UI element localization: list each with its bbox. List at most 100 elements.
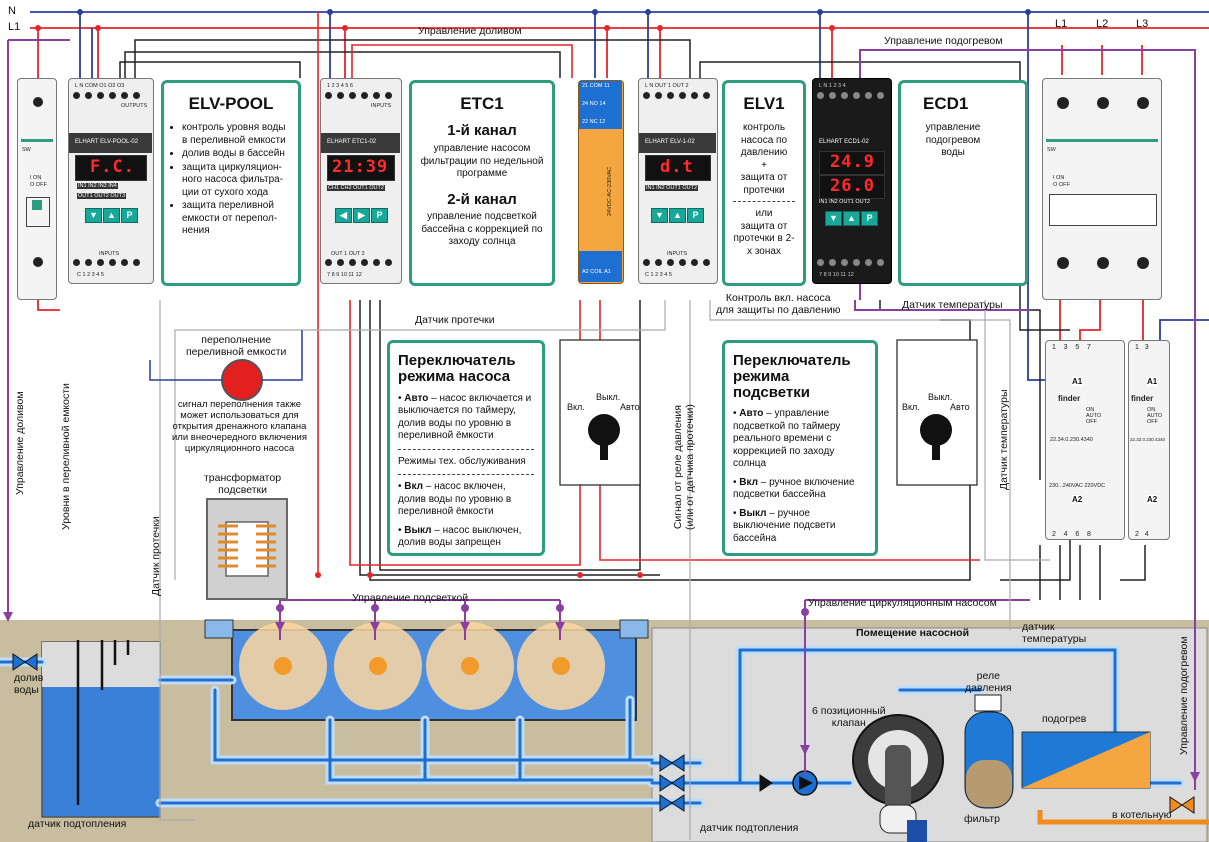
purple-dots bbox=[3, 604, 1200, 782]
pump-auto-text: – насос включается и выключается по тайм… bbox=[398, 392, 532, 442]
elv-pool-btn-p[interactable]: P bbox=[121, 208, 138, 223]
etc1-btn-right[interactable]: ▶ bbox=[353, 208, 370, 223]
pressure-relay-vlabel: Сигнал от реле давления (или от датчика … bbox=[672, 404, 696, 530]
ecd1-panel: ECD1 управление подогревом воды bbox=[898, 80, 1028, 286]
etc1-ch2-text: управление подсветкой бассейна с коррекц… bbox=[421, 211, 543, 248]
breaker-left-lever[interactable] bbox=[26, 197, 50, 227]
ecd1-btn-up[interactable]: ▲ bbox=[843, 211, 860, 226]
elv1-text2: защита от протечки bbox=[740, 172, 788, 196]
breaker-right[interactable]: SW I ON O OFF bbox=[1042, 78, 1162, 300]
pump-off-bold: Выкл bbox=[404, 524, 432, 536]
etc1-ch1-title: 1-й канал bbox=[447, 122, 517, 140]
boiler-pipe bbox=[1037, 810, 1209, 825]
etc1-lcd: 21:39 bbox=[327, 155, 395, 181]
light-auto-text: – управление подсветкой по таймеру реаль… bbox=[733, 408, 841, 470]
orange-relay-side: 24VDC-AC-230VAC bbox=[607, 166, 613, 216]
elv1-name: ELHART ELV-1-02 bbox=[645, 139, 695, 145]
pump-on-text: – насос включен, долив воды по уровню в … bbox=[398, 481, 512, 517]
pump-selector-switch bbox=[559, 339, 641, 486]
pump-on-bold: Вкл bbox=[404, 481, 423, 492]
pump-switch-panel: Переключатель режима насоса • Авто – нас… bbox=[387, 340, 545, 556]
ecd1-text: управление подогревом воды bbox=[925, 122, 981, 159]
ecd1-btn-p[interactable]: P bbox=[861, 211, 878, 226]
breaker-right-on: I ON bbox=[1053, 175, 1065, 181]
temp-sensor-top-label: Датчик температуры bbox=[902, 299, 1003, 311]
transformer bbox=[206, 498, 288, 600]
etc1-ch1-text: управление насосом фильтрации по недельн… bbox=[420, 143, 544, 179]
l1-label: L1 bbox=[8, 21, 21, 33]
elv-pool-btn-up[interactable]: ▲ bbox=[103, 208, 120, 223]
pressure-relay-label: реле давления bbox=[965, 670, 1012, 694]
pump-room-label: Помещение насосной bbox=[856, 627, 970, 639]
pump-auto-bold: Авто bbox=[404, 392, 429, 404]
circulation-pump bbox=[792, 770, 818, 796]
etc1-inputs-label: INPUTS bbox=[371, 103, 392, 109]
ecd1-display1: 24.9 bbox=[830, 152, 875, 172]
elv1-device: L N OUT 1 OUT 2 ELHART ELV-1-02 d.t IN1 … bbox=[638, 78, 718, 284]
elv-pool-btn-down[interactable]: ▼ bbox=[85, 208, 102, 223]
pool-lamps bbox=[239, 622, 605, 710]
levels-overflow-vlabel: Уровни в переливной емкости bbox=[60, 383, 72, 530]
transformer-label: трансформатор подсветки bbox=[204, 472, 282, 496]
circ-pump-label: Управление циркуляционным насосом bbox=[808, 597, 997, 609]
n-label: N bbox=[8, 5, 16, 17]
pump-service-text: Режимы тех. обслуживания bbox=[398, 455, 526, 467]
pump-off-text: – насос выключен, долив воды запрещен bbox=[398, 524, 522, 549]
sand-filter bbox=[964, 711, 1014, 809]
elv-pool-display: F.C. bbox=[90, 157, 135, 177]
fill-water-label: долив воды bbox=[14, 672, 44, 696]
elv1-btn-up[interactable]: ▲ bbox=[669, 208, 686, 223]
pump-pressure-label: Контроль вкл. насоса для защиты по давле… bbox=[716, 292, 841, 316]
elv1-text1: контроль насоса по давлению bbox=[740, 122, 788, 159]
finder2-a1: A1 bbox=[1147, 377, 1158, 386]
elv-pool-name: ELHART ELV-POOL-02 bbox=[75, 139, 139, 145]
temp-sensor-vlabel: Датчик температуры bbox=[998, 389, 1010, 490]
heater-label: подогрев bbox=[1042, 713, 1087, 725]
ecd1-lcd1: 24.9 bbox=[819, 151, 885, 175]
overflow-alarm-note: сигнал переполнения также может использо… bbox=[172, 399, 307, 454]
elv-pool-inputs-label: INPUTS bbox=[99, 251, 120, 257]
elv1-btn-p[interactable]: P bbox=[687, 208, 704, 223]
light-selector-switch bbox=[896, 339, 978, 486]
elv1-lcd: d.t bbox=[645, 155, 711, 181]
light-sel-auto: Авто bbox=[950, 402, 970, 412]
leak-sensor-vlabel: Датчик протечки bbox=[150, 516, 162, 596]
heater-exchanger bbox=[1021, 731, 1151, 789]
l3-label: L3 bbox=[1136, 18, 1149, 30]
leak-sensor-label: Датчик протечки bbox=[415, 314, 495, 326]
elv-pool-device: L N COM O1 O2 O3 OUTPUTS ELHART ELV-POOL… bbox=[68, 78, 154, 284]
light-control-label: Управление подсветкой bbox=[352, 592, 469, 604]
etc1-name: ELHART ETC1-02 bbox=[327, 139, 377, 145]
breaker-left-off: O OFF bbox=[30, 182, 47, 188]
to-boiler-label: в котельную bbox=[1112, 809, 1172, 821]
breaker-left[interactable]: SW I ON O OFF bbox=[17, 78, 57, 300]
finder1-a1: A1 bbox=[1072, 377, 1083, 386]
ecd1-name: ELHART ECD1-02 bbox=[819, 139, 869, 145]
overflow-alarm-label: переполнение переливной емкости bbox=[186, 334, 287, 358]
filter-label: фильтр bbox=[964, 813, 1000, 825]
level-probes bbox=[76, 640, 130, 805]
finder2-brand: finder bbox=[1131, 394, 1154, 403]
elv-pool-item-2: долив воды в бассейн bbox=[182, 148, 290, 161]
elv-pool-top-terminals: L N COM O1 O2 O3 bbox=[75, 83, 125, 89]
orange-relay: 21 COM 11 24 NO 14 22 NC 12 24VDC-AC-230… bbox=[578, 80, 624, 284]
etc1-btn-left[interactable]: ◀ bbox=[335, 208, 352, 223]
elv-pool-panel: ELV-POOL контроль уровня воды в переливн… bbox=[161, 80, 301, 286]
ecd1-device: L N 1 2 3 4 ELHART ECD1-02 24.9 26.0 IN1… bbox=[812, 78, 892, 284]
etc1-btn-p[interactable]: P bbox=[371, 208, 388, 223]
pump-sel-on: Вкл. bbox=[567, 402, 585, 412]
ecd1-btn-down[interactable]: ▼ bbox=[825, 211, 842, 226]
breaker-left-label: SW bbox=[22, 147, 31, 153]
level-sensor-left-label: датчик подтопления bbox=[28, 818, 127, 830]
elv-pool-item-3: защита циркуляцион-ного насоса фильтра-ц… bbox=[182, 162, 290, 200]
elv1-btn-down[interactable]: ▼ bbox=[651, 208, 668, 223]
breaker-right-lever[interactable] bbox=[1049, 194, 1157, 226]
elv1-or: или bbox=[755, 208, 773, 220]
light-off-bold: Выкл bbox=[739, 507, 767, 519]
six-valve-label: 6 позиционный клапан bbox=[812, 705, 886, 729]
breaker-right-off: O OFF bbox=[1053, 182, 1070, 188]
elv1-inputs-label: INPUTS bbox=[667, 251, 688, 257]
